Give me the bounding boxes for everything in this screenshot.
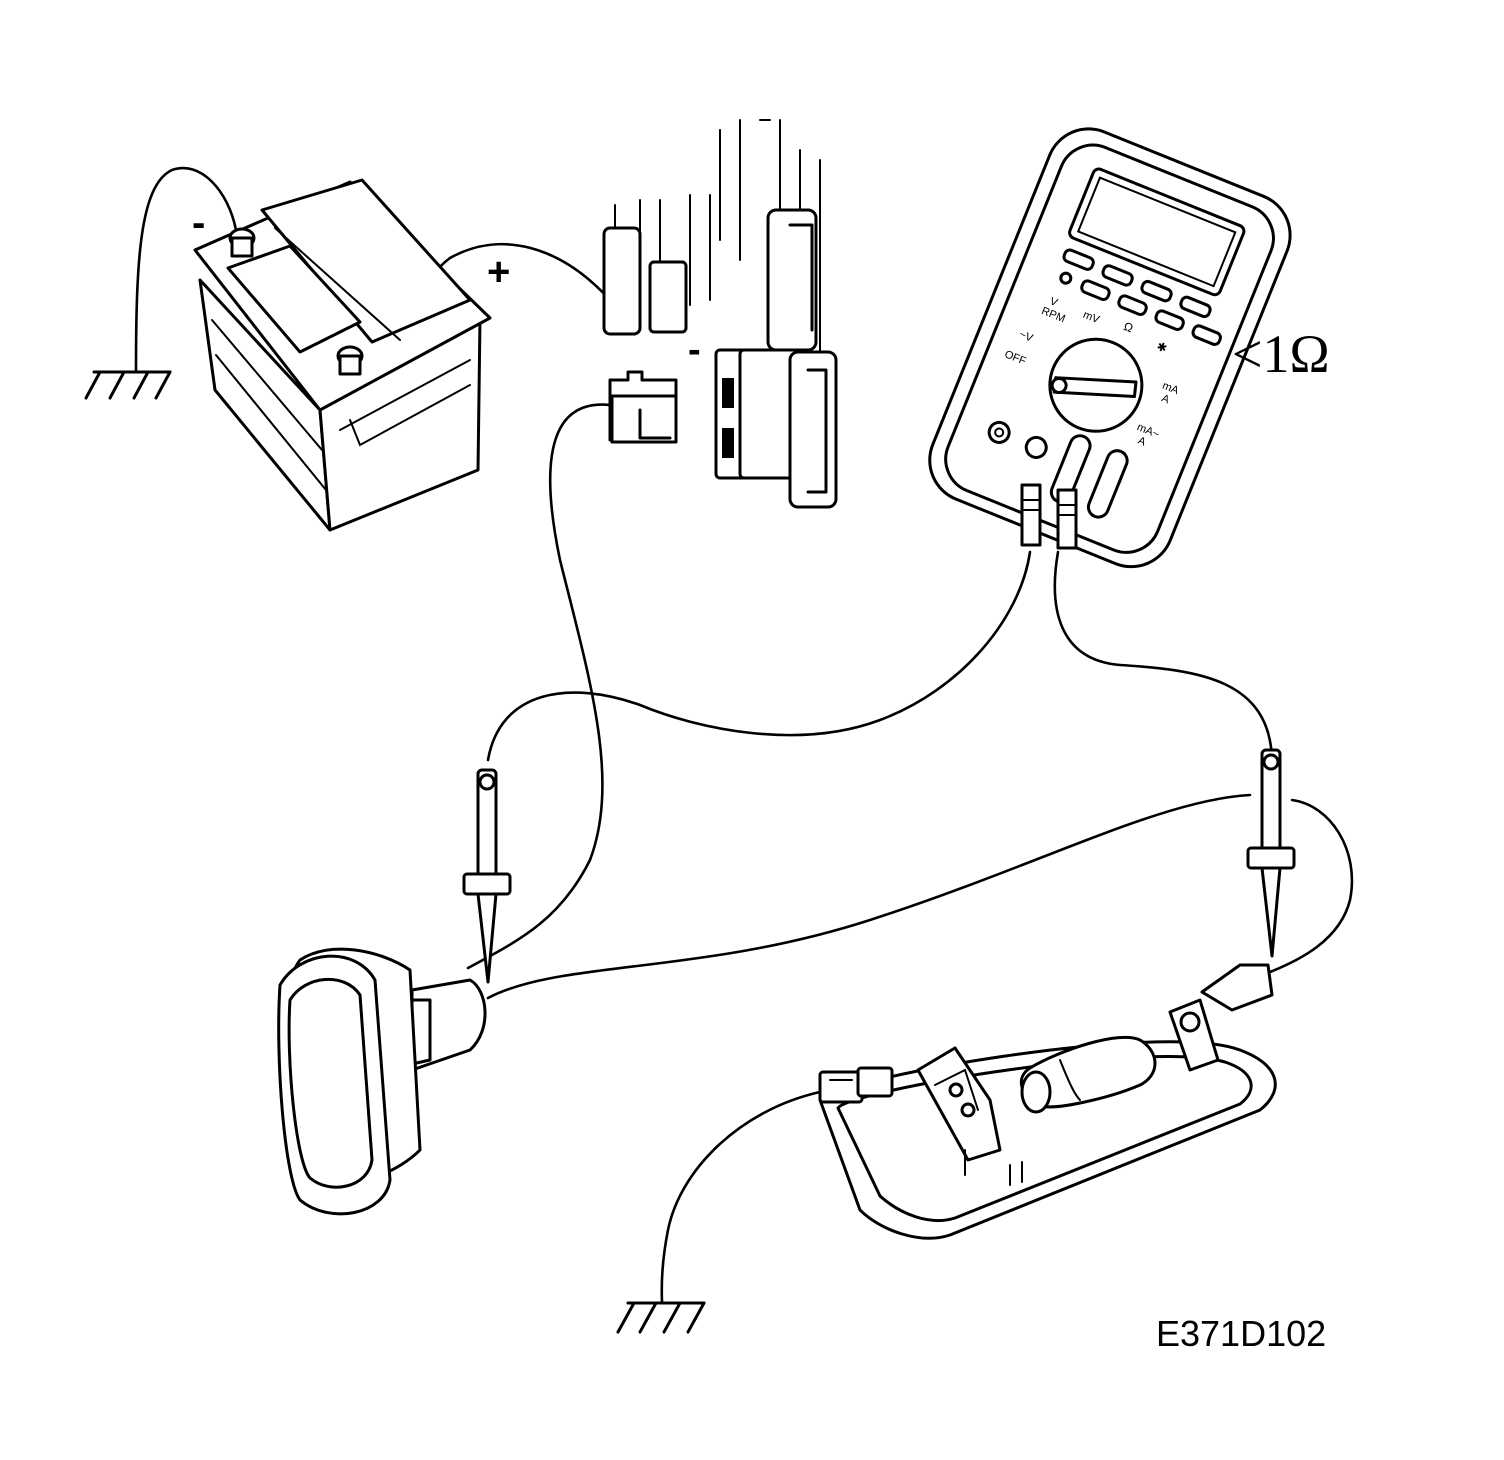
switch-to-lamp-wire — [486, 793, 1252, 1000]
battery: - + — [192, 178, 510, 532]
meter-lead-right — [1053, 550, 1274, 762]
fuse-to-switch-wire — [466, 403, 612, 970]
door-switch — [277, 947, 487, 1216]
fuse-box-socket-upper — [602, 226, 642, 336]
fuse-box-relay — [766, 208, 818, 352]
figure-code: E371D102 — [1156, 1313, 1326, 1354]
rotary-dial — [1048, 337, 1144, 433]
fuse-minus-label: - — [688, 329, 701, 371]
dial-label-v: V — [1048, 295, 1060, 309]
battery-positive-label: + — [487, 250, 510, 294]
fuse-socket — [608, 370, 678, 444]
lamp-bulb — [1019, 1035, 1157, 1114]
dial-label-ma-a: mA — [1160, 380, 1180, 398]
courtesy-lamp — [818, 963, 1277, 1240]
meter-lead-plugs — [1020, 483, 1078, 550]
multimeter: V RPM mV Ω ✱ ~V OFF mA A mA~ A — [928, 127, 1292, 569]
lamp-connector — [818, 1066, 894, 1104]
ground-symbol-battery — [84, 370, 172, 400]
ground-symbol-lamp — [616, 1301, 706, 1334]
fuse: - — [688, 329, 838, 509]
fuse-box: - — [602, 119, 838, 509]
dial-label-ac-v: ~V — [1017, 328, 1035, 345]
battery-ground-wire — [134, 166, 238, 372]
multimeter-buttons — [1059, 248, 1222, 346]
test-probe-right — [1246, 748, 1296, 958]
multimeter-display — [1068, 167, 1246, 297]
battery-negative-label: - — [192, 201, 205, 245]
lamp-contact-wire — [1268, 798, 1354, 974]
lamp-ground-wire — [660, 1090, 822, 1304]
resistance-reading: <1Ω — [1232, 324, 1330, 384]
lamp-contact-tab — [1200, 963, 1274, 1012]
test-probe-left — [462, 768, 512, 984]
dial-label-star: ✱ — [1155, 339, 1170, 356]
dial-label-a: A — [1160, 392, 1172, 406]
dial-label-mv: mV — [1081, 309, 1101, 327]
meter-lead-left — [486, 550, 1032, 762]
dial-label-a-ac: A — [1136, 435, 1148, 449]
